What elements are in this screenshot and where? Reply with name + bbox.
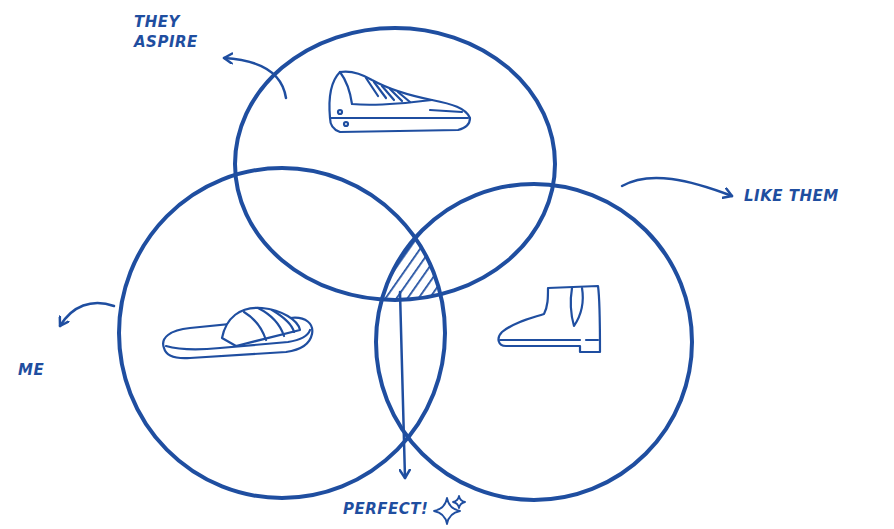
sparkle-icon bbox=[434, 496, 465, 524]
circle-label: THEY ASPIRE bbox=[134, 12, 214, 52]
slide-sandal-icon bbox=[163, 308, 312, 358]
venn-circle bbox=[235, 28, 555, 300]
leader-arrow bbox=[622, 178, 732, 196]
circle-label: ME bbox=[18, 360, 78, 380]
venn-circle bbox=[119, 168, 445, 498]
venn-circle bbox=[376, 184, 692, 500]
leader-arrow bbox=[60, 303, 114, 326]
circle-label: LIKE THEM bbox=[744, 186, 884, 206]
sneaker-icon bbox=[329, 71, 470, 132]
result-label: PERFECT! bbox=[343, 499, 443, 519]
chelsea-boot-icon bbox=[499, 286, 600, 352]
leader-arrow bbox=[224, 58, 286, 98]
leader-arrow bbox=[400, 292, 405, 478]
